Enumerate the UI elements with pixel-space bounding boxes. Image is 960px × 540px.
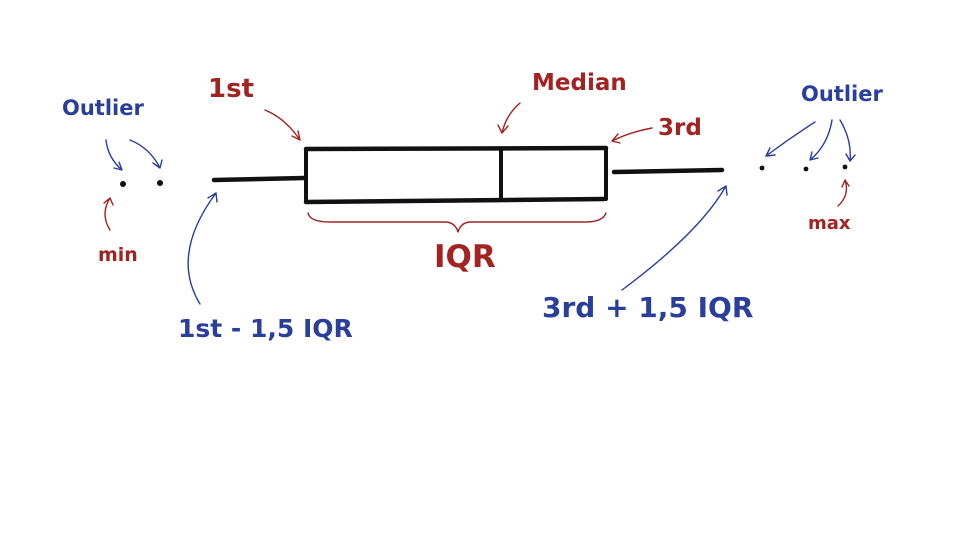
outlier-point-min	[120, 181, 126, 187]
min-label: min	[98, 244, 138, 266]
lower-whisker	[211, 175, 307, 183]
box-plot	[211, 145, 725, 205]
max-label: max	[808, 213, 851, 234]
box-top-edge	[303, 145, 609, 152]
outlier-point	[759, 165, 765, 171]
first-quartile-arrow	[264, 109, 301, 141]
outlier-label-right: Outlier	[801, 82, 883, 106]
outlier-point-max	[842, 164, 848, 170]
min-arrow	[103, 197, 114, 231]
outlier-left-arrow-2	[129, 139, 163, 169]
median-arrow	[497, 102, 521, 134]
upper-whisker	[611, 167, 725, 175]
lower-fence-arrow	[187, 192, 218, 305]
outlier-points	[120, 164, 848, 187]
outlier-point	[157, 180, 163, 186]
iqr-brace	[307, 212, 607, 233]
outlier-left-arrow-1	[105, 139, 123, 171]
lower-fence-label: 1st - 1,5 IQR	[178, 314, 353, 343]
max-arrow	[837, 179, 850, 207]
outlier-point	[803, 166, 809, 172]
upper-fence-arrow	[621, 185, 728, 291]
median-label: Median	[532, 70, 627, 96]
iqr-label: IQR	[434, 239, 496, 275]
outlier-right-arrow-1	[765, 121, 816, 157]
box-bottom-edge	[303, 196, 607, 205]
first-quartile-label: 1st	[208, 74, 254, 104]
outlier-label-left: Outlier	[62, 96, 144, 120]
third-quartile-label: 3rd	[658, 115, 702, 141]
third-quartile-arrow	[611, 127, 653, 144]
outlier-right-arrow-2	[809, 119, 833, 161]
outlier-right-arrow-3	[839, 119, 856, 162]
upper-fence-label: 3rd + 1,5 IQR	[542, 291, 753, 324]
